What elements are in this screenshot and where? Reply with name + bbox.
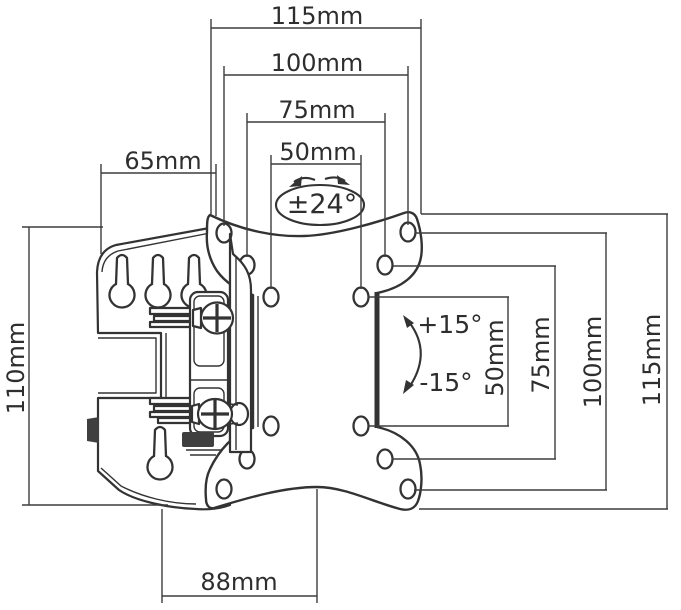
dim-line-top-50 [270,155,362,289]
plate-hole [399,221,417,243]
dim-label-right-75: 75mm [527,316,555,393]
washer-stack-top [148,306,194,316]
dim-label-right-100: 100mm [579,316,607,409]
wall-plate-clip [87,417,99,443]
wall-plate-inner-bottom-edge [100,467,197,505]
keyhole-slot-1 [108,253,136,309]
dim-label-top-115: 115mm [271,2,364,30]
dim-line-right-50 [368,296,509,427]
swivel-arrowhead-right-icon [337,175,350,185]
dim-line-top-75 [246,113,386,257]
tilt-down-label: -15° [419,368,472,397]
dim-line-right-75 [392,265,556,460]
dimension-labels: 115mm 100mm 75mm 50mm 65mm 110mm 50mm 75… [2,2,666,596]
keyhole-slot-4 [146,425,174,481]
dim-label-top-50: 50mm [279,138,356,166]
tilt-arc [408,321,422,387]
lower-screw-tab [190,402,201,426]
lower-screw-cross-icon [201,400,229,428]
swivel-indicator: ±24° [274,175,366,227]
vesa-plate [204,211,423,511]
plate-hole [352,415,370,437]
swivel-ellipse [274,183,366,227]
dim-label-88: 88mm [200,568,277,596]
keyhole-slot-2 [144,253,172,309]
plate-hole [262,415,280,437]
upper-screw-cross-icon [203,304,231,332]
dim-label-right-50: 50mm [481,319,509,396]
washer-stack-bottom [152,404,192,413]
dim-label-65: 65mm [124,147,201,175]
plate-hole [376,448,394,470]
washer-stack-bottom [156,416,194,425]
dim-line-88 [161,489,318,603]
knurled-nut [182,432,214,447]
tilt-indicator: +15° -15° [403,310,483,397]
plate-hole [352,286,370,308]
plate-hole [376,254,394,276]
swivel-angle-label: ±24° [287,189,357,220]
plate-hole [262,286,280,308]
clamp-teeth [186,449,222,456]
plate-hole [215,478,233,500]
arm-bar [228,232,253,454]
plate-hole [399,478,417,500]
lower-screw-shaft [229,403,239,425]
tilt-arrowhead-up-icon [403,315,414,328]
washer-stack-bottom [148,396,194,406]
wall-plate-inner-top-edge [101,232,211,273]
dim-label-right-115: 115mm [638,314,666,407]
wall-plate-inner-notch [98,333,167,398]
tilt-arrowhead-down-icon [403,380,414,394]
dim-line-right-100 [414,232,607,491]
washer-stack-top [152,314,192,323]
upper-screw-tab [191,306,203,330]
dim-line-top-100 [223,66,409,226]
dim-line-65 [100,164,217,254]
dim-label-110: 110mm [2,322,30,415]
dim-label-top-100: 100mm [271,49,364,77]
dimension-lines [22,19,668,603]
swivel-arrowhead-left-icon [289,176,302,187]
washer-stack-top [148,320,194,329]
pivot-arm [148,232,253,456]
dim-line-right-115 [419,213,668,510]
dim-label-top-75: 75mm [278,96,355,124]
washer-stack-bottom [148,410,194,419]
dim-line-top-115 [210,19,422,215]
tilt-up-label: +15° [417,310,482,339]
swivel-arrow-left [293,176,316,183]
dim-line-110 [22,226,168,506]
